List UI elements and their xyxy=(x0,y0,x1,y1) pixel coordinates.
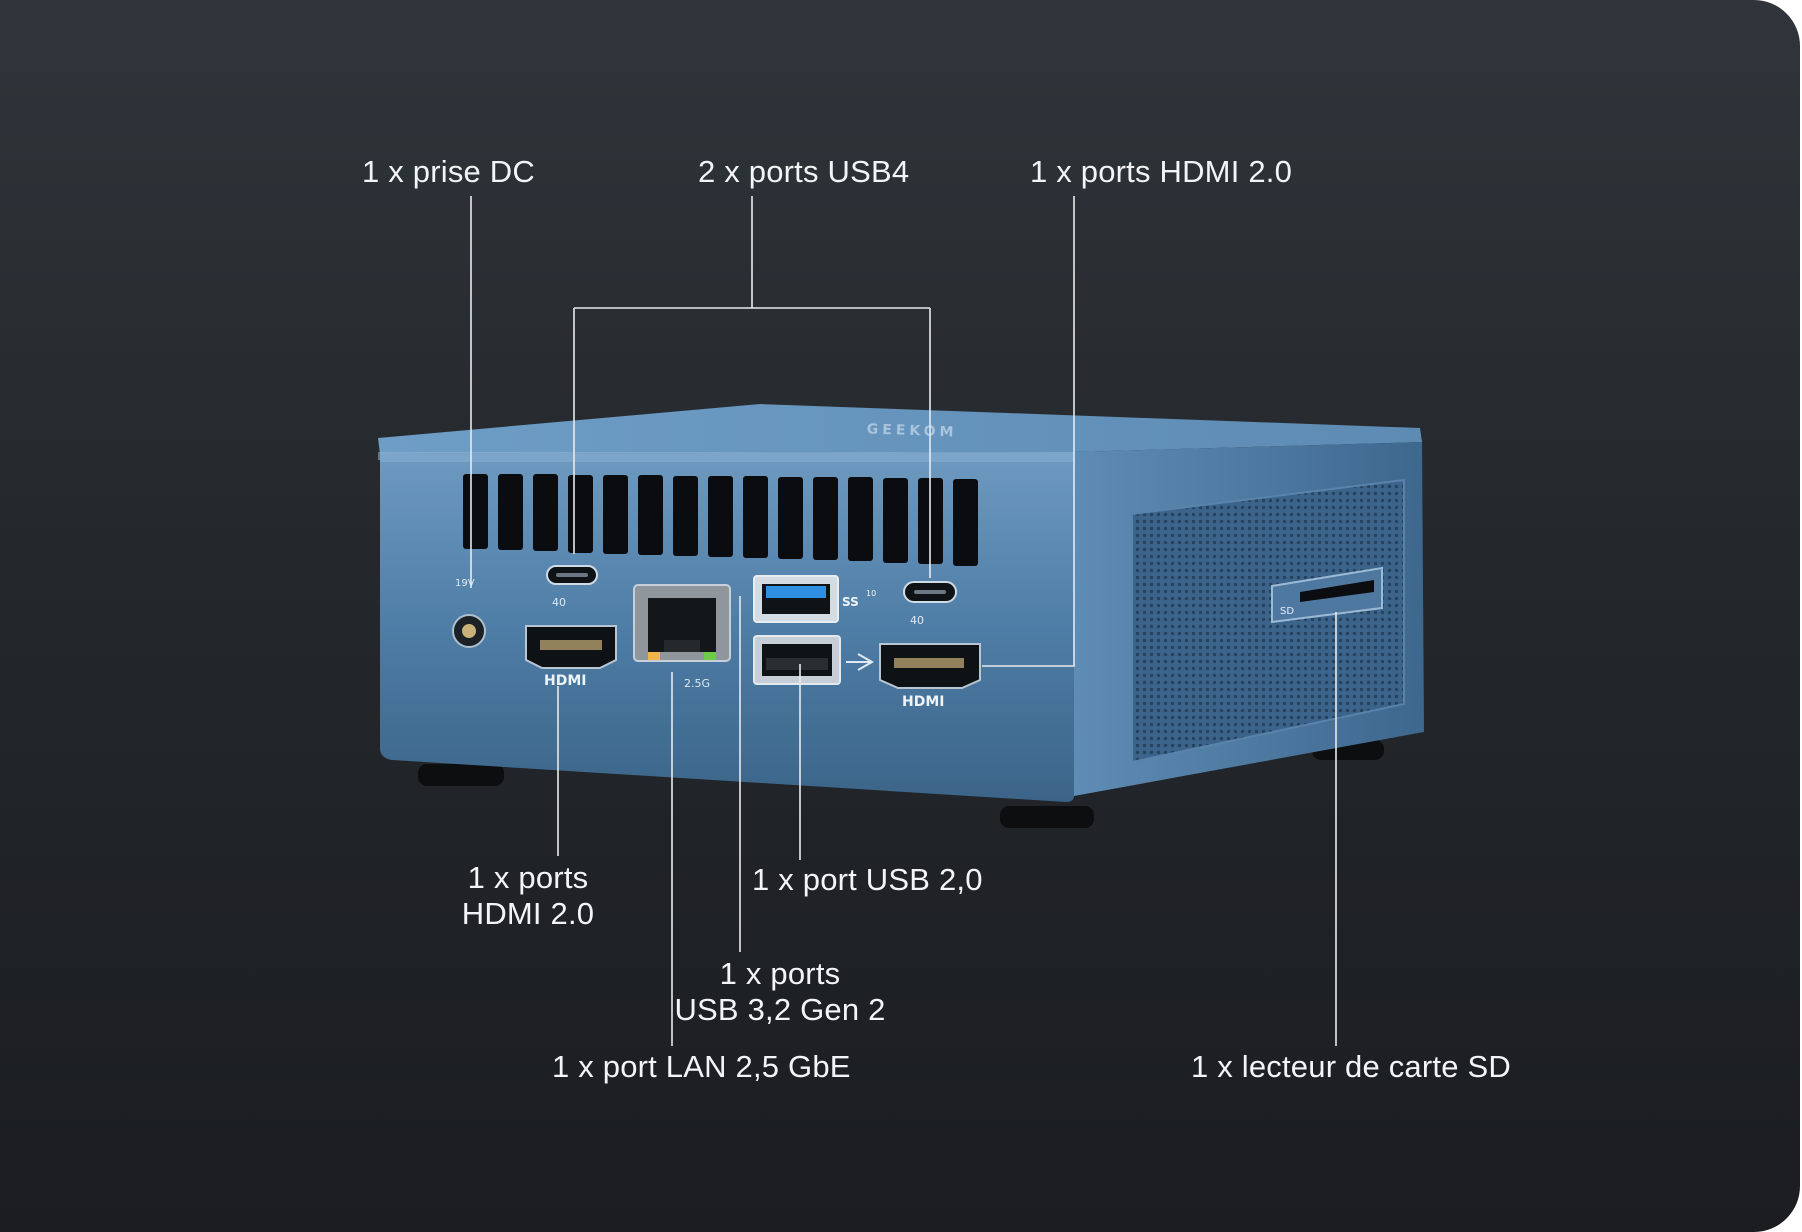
label-lan-port: 1 x port LAN 2,5 GbE xyxy=(552,1049,851,1084)
label-usb4-ports: 2 x ports USB4 xyxy=(698,154,910,189)
svg-text:SS: SS xyxy=(842,595,859,609)
hdmi-port-right: HDMI xyxy=(879,643,981,710)
svg-text:40: 40 xyxy=(910,614,924,627)
label-usb32-line1: 1 x ports xyxy=(719,956,841,991)
usb32-port: SS 10 xyxy=(753,575,876,623)
label-usb2-port: 1 x port USB 2,0 xyxy=(752,862,983,897)
svg-text:40: 40 xyxy=(552,596,566,609)
label-usb32-line2: USB 3,2 Gen 2 xyxy=(674,992,886,1027)
lan-port: 2.5G xyxy=(633,584,731,690)
label-usb32-port: 1 x ports USB 3,2 Gen 2 xyxy=(660,956,900,1028)
rubber-feet xyxy=(418,740,1384,828)
label-hdmi-right: 1 x ports HDMI 2.0 xyxy=(1030,154,1293,189)
svg-text:10: 10 xyxy=(866,589,876,598)
svg-text:GEEKOM: GEEKOM xyxy=(867,421,958,440)
svg-text:2.5G: 2.5G xyxy=(684,677,710,690)
label-sd-reader: 1 x lecteur de carte SD xyxy=(1191,1049,1511,1084)
svg-text:SD: SD xyxy=(1280,606,1294,617)
label-dc-jack: 1 x prise DC xyxy=(362,154,535,189)
label-hdmi-left-line1: 1 x ports xyxy=(467,860,589,895)
label-hdmi-left-line2: HDMI 2.0 xyxy=(461,896,595,931)
label-hdmi-left: 1 x ports HDMI 2.0 xyxy=(428,860,628,932)
svg-text:HDMI: HDMI xyxy=(544,673,586,689)
hdmi-port-left: HDMI xyxy=(525,625,617,689)
svg-text:19V: 19V xyxy=(455,578,475,589)
usbc-port-right: 40 xyxy=(903,581,957,627)
sd-card-slot: SD xyxy=(1271,566,1383,624)
svg-text:HDMI: HDMI xyxy=(902,694,944,710)
dc-jack: 19V xyxy=(452,578,486,648)
usb2-port xyxy=(753,635,875,685)
